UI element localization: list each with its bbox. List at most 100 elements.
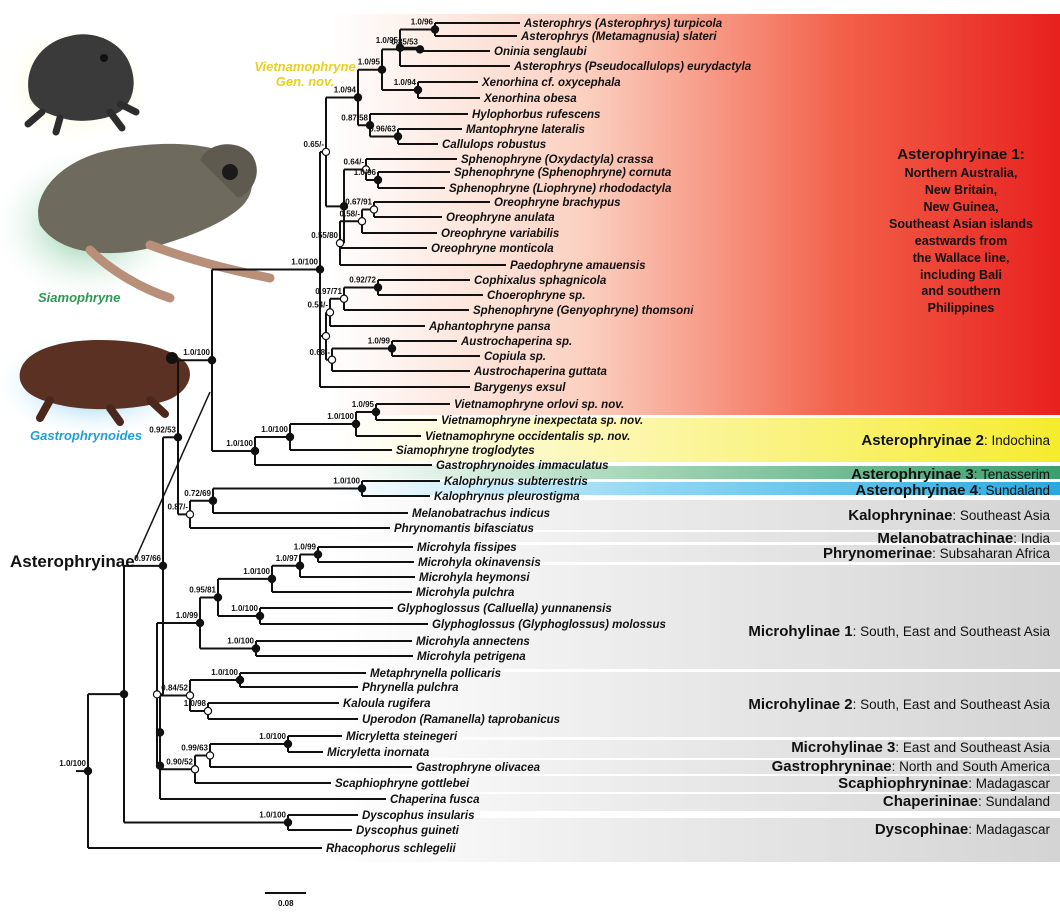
red-clade-line: the Wallace line, bbox=[866, 250, 1056, 267]
taxon-label: Sphenophryne (Sphenophryne) cornuta bbox=[454, 167, 672, 179]
node-marker bbox=[120, 691, 127, 698]
band-label-bold: Kalophryninae bbox=[848, 507, 952, 524]
taxon-label: Sphenophryne (Genyophryne) thomsoni bbox=[473, 305, 694, 317]
band-label: Kalophryninae: Southeast Asia bbox=[848, 507, 1050, 524]
taxon-label: Gastrophrynoides immaculatus bbox=[436, 460, 609, 472]
band-label-bold: Microhylinae 1 bbox=[748, 623, 852, 640]
support-value: 1.0/100 bbox=[226, 439, 253, 448]
taxon-label: Choerophryne sp. bbox=[487, 290, 585, 302]
support-value: 1.0/100 bbox=[59, 759, 86, 768]
taxon-label: Phrynomantis bifasciatus bbox=[394, 523, 534, 535]
band-label-rest: : Madagascar bbox=[968, 776, 1050, 791]
node-marker bbox=[84, 767, 91, 774]
node-marker bbox=[156, 729, 163, 736]
taxon-label: Gastrophryne olivacea bbox=[416, 762, 541, 774]
band-label: Phrynomerinae: Subsaharan Africa bbox=[823, 545, 1051, 562]
support-value: 1.0/99 bbox=[176, 611, 199, 620]
support-value: 1.0/100 bbox=[291, 257, 318, 266]
node-marker bbox=[354, 94, 361, 101]
band-label-bold: Gastrophryninae bbox=[772, 758, 892, 775]
red-clade-line: Southeast Asian islands bbox=[866, 216, 1056, 233]
node-marker bbox=[174, 434, 181, 441]
node-marker bbox=[374, 284, 381, 291]
taxon-label: Kaloula rugifera bbox=[343, 698, 431, 710]
node-marker bbox=[153, 691, 160, 698]
node-marker bbox=[340, 295, 347, 302]
node-marker bbox=[159, 562, 166, 569]
support-value: 0.65/- bbox=[304, 140, 325, 149]
photo-caption-siamophryne: Siamophryne bbox=[38, 290, 120, 305]
taxon-label: Microhyla petrigena bbox=[417, 651, 526, 663]
support-value: 0.90/52 bbox=[166, 757, 193, 766]
node-marker bbox=[209, 497, 216, 504]
node-marker bbox=[236, 676, 243, 683]
support-value: 1.0/100 bbox=[261, 425, 288, 434]
node-marker bbox=[336, 240, 343, 247]
node-marker bbox=[322, 148, 329, 155]
taxon-label: Copiula sp. bbox=[484, 351, 546, 363]
node-marker bbox=[206, 752, 213, 759]
taxon-label: Hylophorbus rufescens bbox=[472, 109, 600, 121]
band-label: Microhylinae 2: South, East and Southeas… bbox=[748, 696, 1050, 713]
taxon-label: Xenorhina cf. oxycephala bbox=[481, 77, 621, 89]
taxon-label: Austrochaperina guttata bbox=[473, 366, 608, 378]
taxon-label: Dyscophus guineti bbox=[356, 825, 460, 837]
node-marker bbox=[314, 551, 321, 558]
node-marker bbox=[251, 447, 258, 454]
taxon-label: Austrochaperina sp. bbox=[460, 336, 572, 348]
support-value: 1.0/96 bbox=[354, 168, 377, 177]
support-value: 0.55/80 bbox=[311, 231, 338, 240]
taxon-label: Chaperina fusca bbox=[390, 794, 480, 806]
band-label-rest: : Southeast Asia bbox=[952, 508, 1050, 523]
support-value: 0.99/63 bbox=[181, 744, 208, 753]
band-label: Microhylinae 1: South, East and Southeas… bbox=[748, 623, 1050, 640]
taxon-label: Barygenys exsul bbox=[474, 382, 566, 394]
band-label-rest: : Sundaland bbox=[978, 483, 1050, 498]
frog-photos bbox=[0, 23, 270, 440]
support-value: 1.0/100 bbox=[259, 811, 286, 820]
taxon-label: Cophixalus sphagnicola bbox=[474, 275, 607, 287]
red-clade-line: Northern Australia, bbox=[866, 165, 1056, 182]
node-marker bbox=[394, 133, 401, 140]
support-value: 0.84/52 bbox=[161, 684, 188, 693]
red-clade-line: eastwards from bbox=[866, 233, 1056, 250]
band-label-rest: : Subsaharan Africa bbox=[932, 546, 1050, 561]
band-label: Asterophryinae 2: Indochina bbox=[861, 432, 1050, 449]
band-label: Dyscophinae: Madagascar bbox=[875, 821, 1051, 838]
red-clade-line: and southern bbox=[866, 283, 1056, 300]
support-value: 0.87/- bbox=[168, 502, 189, 511]
node-marker bbox=[204, 707, 211, 714]
node-marker bbox=[196, 619, 203, 626]
node-marker bbox=[370, 206, 377, 213]
taxon-label: Oninia senglaubi bbox=[494, 46, 587, 58]
taxon-label: Microhyla heymonsi bbox=[419, 572, 530, 584]
node-marker bbox=[256, 612, 263, 619]
band-label-bold: Chaperininae bbox=[883, 793, 978, 810]
taxon-label: Microhyla fissipes bbox=[417, 542, 517, 554]
band-label: Chaperininae: Sundaland bbox=[883, 793, 1050, 810]
band-label-rest: : East and Southeast Asia bbox=[895, 740, 1050, 755]
node-marker bbox=[358, 218, 365, 225]
node-marker bbox=[268, 575, 275, 582]
support-value: 0.96/63 bbox=[369, 125, 396, 134]
photo-caption-vietnamophryne: Vietnamophryne Gen. nov. bbox=[240, 60, 370, 90]
taxon-label: Callulops robustus bbox=[442, 139, 546, 151]
taxon-label: Microhyla annectens bbox=[416, 636, 530, 648]
support-value: 0.54/- bbox=[308, 300, 329, 309]
support-value: 0.97/71 bbox=[315, 287, 342, 296]
node-marker bbox=[352, 420, 359, 427]
node-marker bbox=[416, 46, 423, 53]
taxon-label: Sphenophryne (Oxydactyla) crassa bbox=[461, 154, 654, 166]
node-marker bbox=[284, 740, 291, 747]
support-value: 0.97/66 bbox=[134, 554, 161, 563]
support-value: 1.0/100 bbox=[327, 412, 354, 421]
support-value: 1.0/96 bbox=[411, 18, 434, 27]
node-marker bbox=[252, 645, 259, 652]
support-value: 1.0/99 bbox=[294, 543, 317, 552]
taxon-label: Phrynella pulchra bbox=[362, 682, 459, 694]
support-value: 1.0/97 bbox=[276, 554, 299, 563]
taxon-label: Oreophryne variabilis bbox=[441, 228, 559, 240]
taxon-label: Micryletta steinegeri bbox=[346, 731, 458, 743]
band-label-rest: : North and South America bbox=[892, 759, 1051, 774]
